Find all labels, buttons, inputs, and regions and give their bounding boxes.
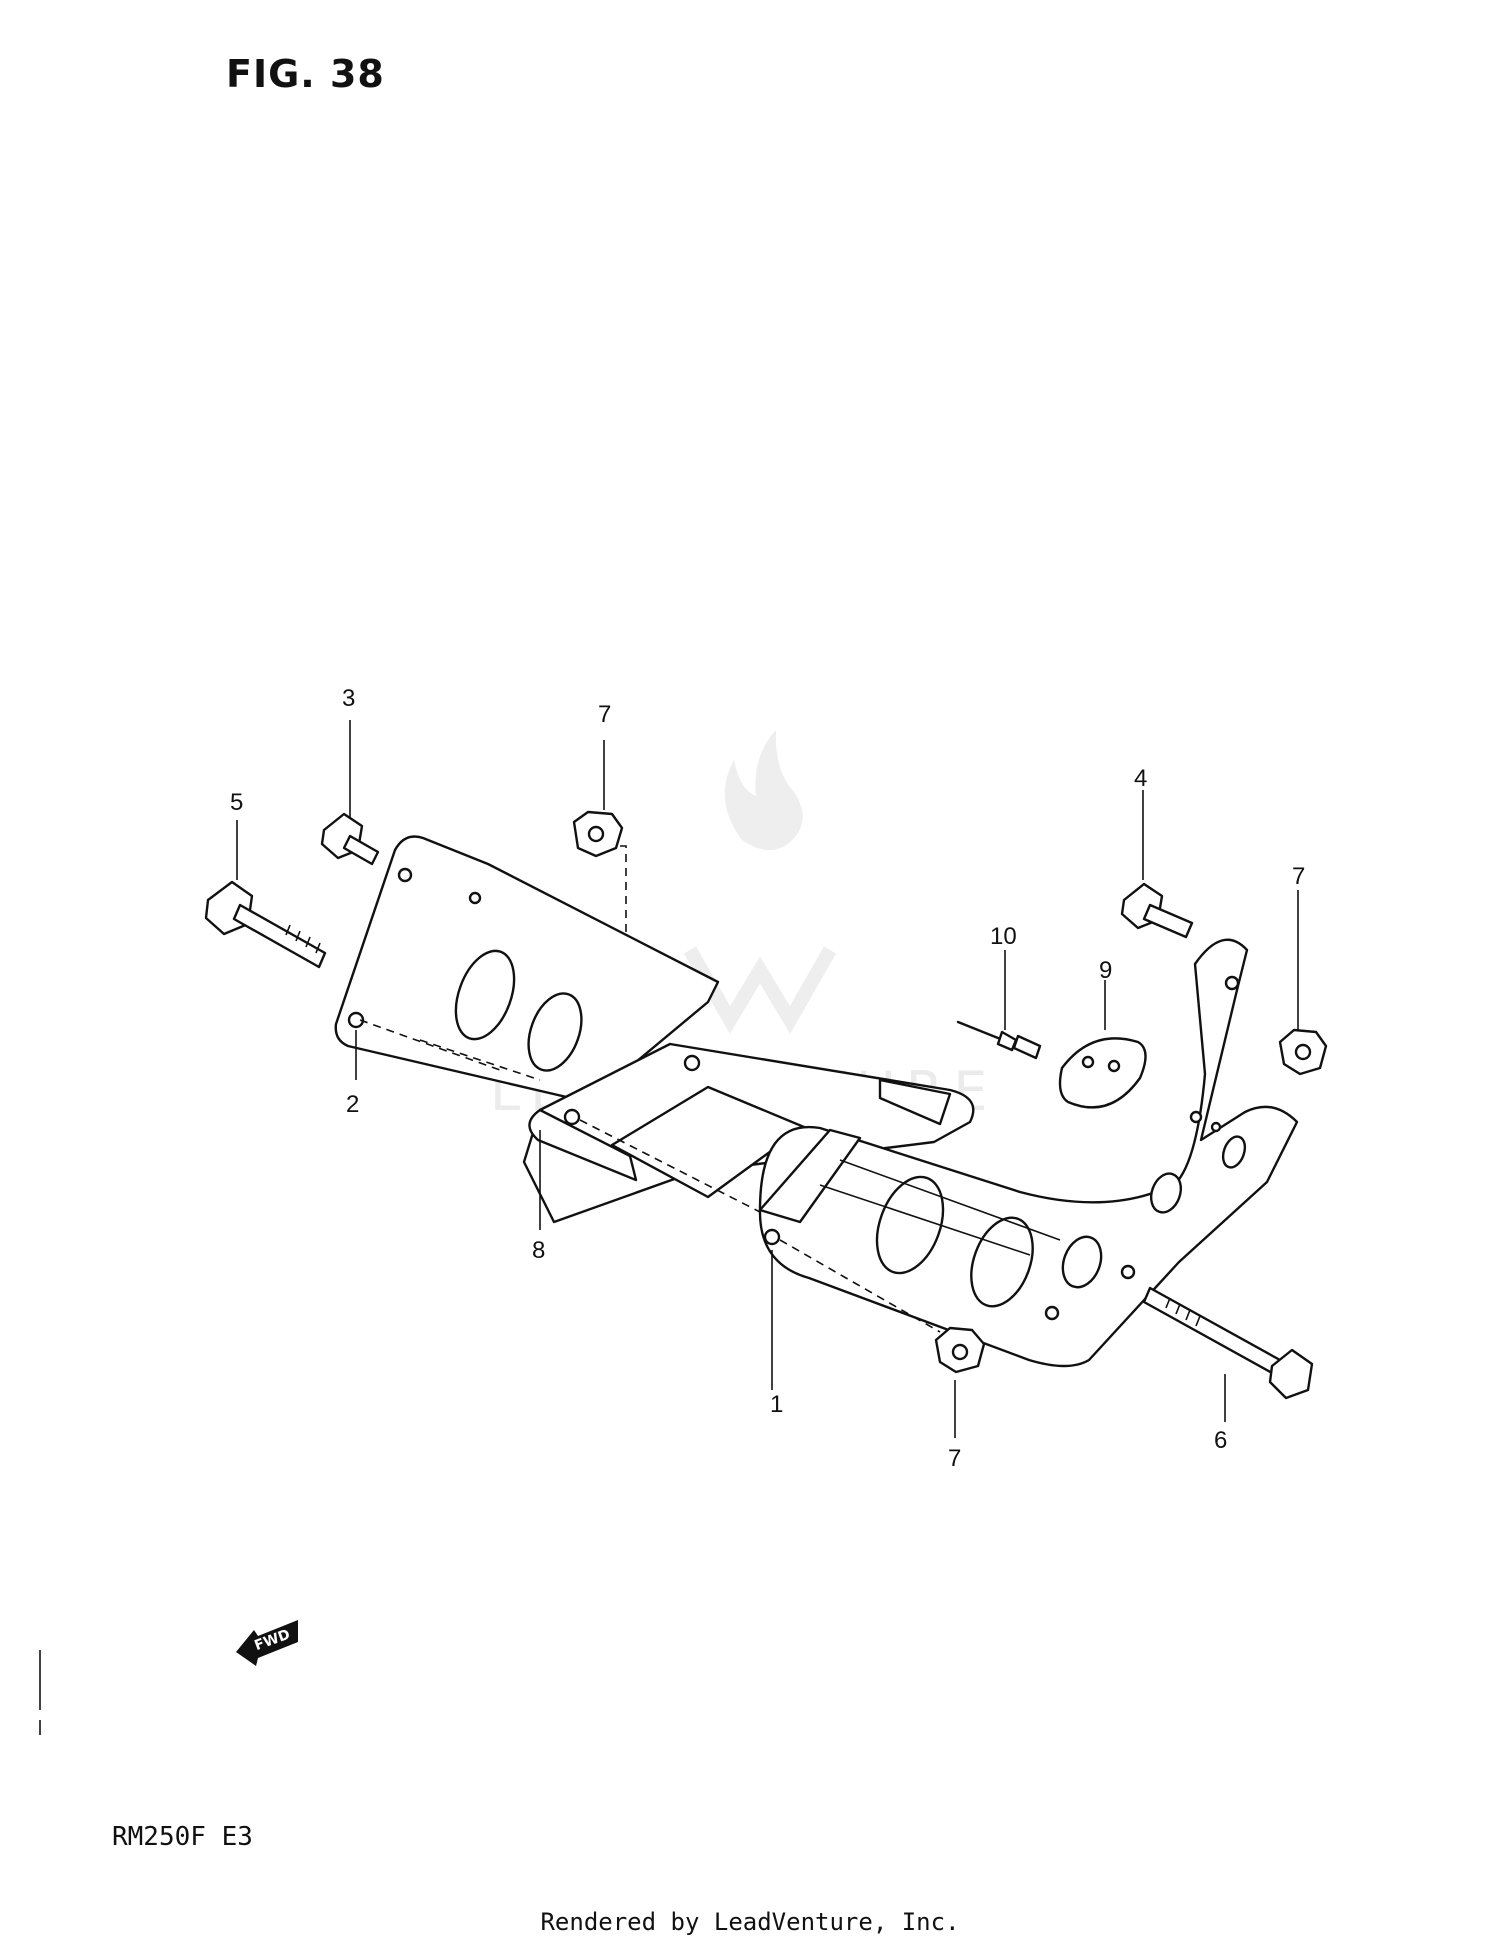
model-code: RM250F E3 xyxy=(112,1822,253,1852)
flange-nut-right xyxy=(1278,1028,1328,1076)
callout-1: 1 xyxy=(770,1391,783,1418)
main-bracket xyxy=(758,938,1299,1368)
long-bolt-5 xyxy=(204,880,327,969)
callout-9: 9 xyxy=(1099,957,1112,984)
callout-7-bottom: 7 xyxy=(948,1445,961,1472)
callout-numbers: 1 2 3 4 5 6 7 7 7 8 9 10 xyxy=(230,685,1305,1472)
callout-7-right: 7 xyxy=(1292,863,1305,890)
upper-rear-plate xyxy=(334,835,720,1104)
callout-3: 3 xyxy=(342,685,355,712)
callout-10: 10 xyxy=(990,923,1017,950)
callout-8: 8 xyxy=(532,1237,545,1264)
callout-7-top: 7 xyxy=(598,701,611,728)
bolt-3 xyxy=(320,812,380,866)
long-bolt-6 xyxy=(1142,1286,1314,1400)
rivet-10 xyxy=(956,1020,1042,1060)
callout-5: 5 xyxy=(230,789,243,816)
center-crossmember xyxy=(522,1042,975,1224)
callout-2: 2 xyxy=(346,1091,359,1118)
callout-4: 4 xyxy=(1134,765,1147,792)
figure-title: FIG. 38 xyxy=(226,52,385,96)
render-credit: Rendered by LeadVenture, Inc. xyxy=(540,1908,960,1936)
bolt-4 xyxy=(1120,882,1194,939)
grommet-9 xyxy=(1058,1037,1147,1109)
callout-6: 6 xyxy=(1214,1427,1227,1454)
flange-nut-bottom xyxy=(934,1326,986,1374)
forward-direction-arrow: FWD xyxy=(236,1620,298,1666)
flange-nut-top xyxy=(572,810,624,858)
leader-lines xyxy=(236,720,1299,1438)
